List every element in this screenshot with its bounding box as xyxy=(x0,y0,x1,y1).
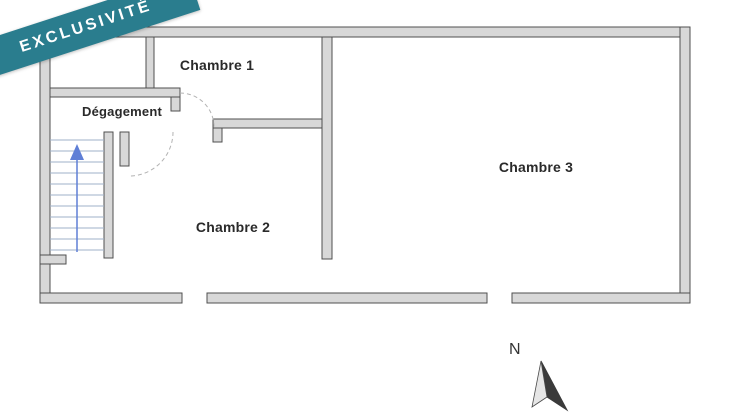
wall-segment-stair-bottom xyxy=(39,254,67,265)
door-arc xyxy=(128,131,174,177)
room-label-chambre-3: Chambre 3 xyxy=(498,159,574,175)
wall-segment-degagement-top xyxy=(49,87,181,98)
compass-north-label: N xyxy=(509,341,521,358)
stair-direction-arrow-icon xyxy=(70,144,84,160)
door-arc xyxy=(179,92,215,128)
door-swing-arcs xyxy=(128,92,215,177)
staircase xyxy=(50,139,104,252)
wall-segment-bottom-c xyxy=(511,292,691,304)
wall-segment-bottom-a xyxy=(39,292,183,304)
wall-segment-bottom-b xyxy=(206,292,488,304)
wall-segment-chambre1-left xyxy=(145,36,155,92)
room-label-degagement: Dégagement xyxy=(81,104,163,119)
wall-segment-right xyxy=(679,26,691,304)
wall-segment-landing-stub xyxy=(119,131,130,167)
wall-segment-chambre1-bottom xyxy=(212,118,323,129)
room-label-chambre-1: Chambre 1 xyxy=(179,57,255,73)
wall-segment-stair-right xyxy=(103,131,114,259)
wall-segment-degagement-jamb xyxy=(170,96,181,112)
north-arrow-light-half xyxy=(531,360,548,408)
north-arrow-icon xyxy=(531,360,569,412)
wall-segment-divider-chambre3 xyxy=(321,36,333,260)
walls xyxy=(39,26,691,304)
room-label-chambre-2: Chambre 2 xyxy=(195,219,271,235)
wall-segment-chambre1-stub xyxy=(212,127,223,143)
